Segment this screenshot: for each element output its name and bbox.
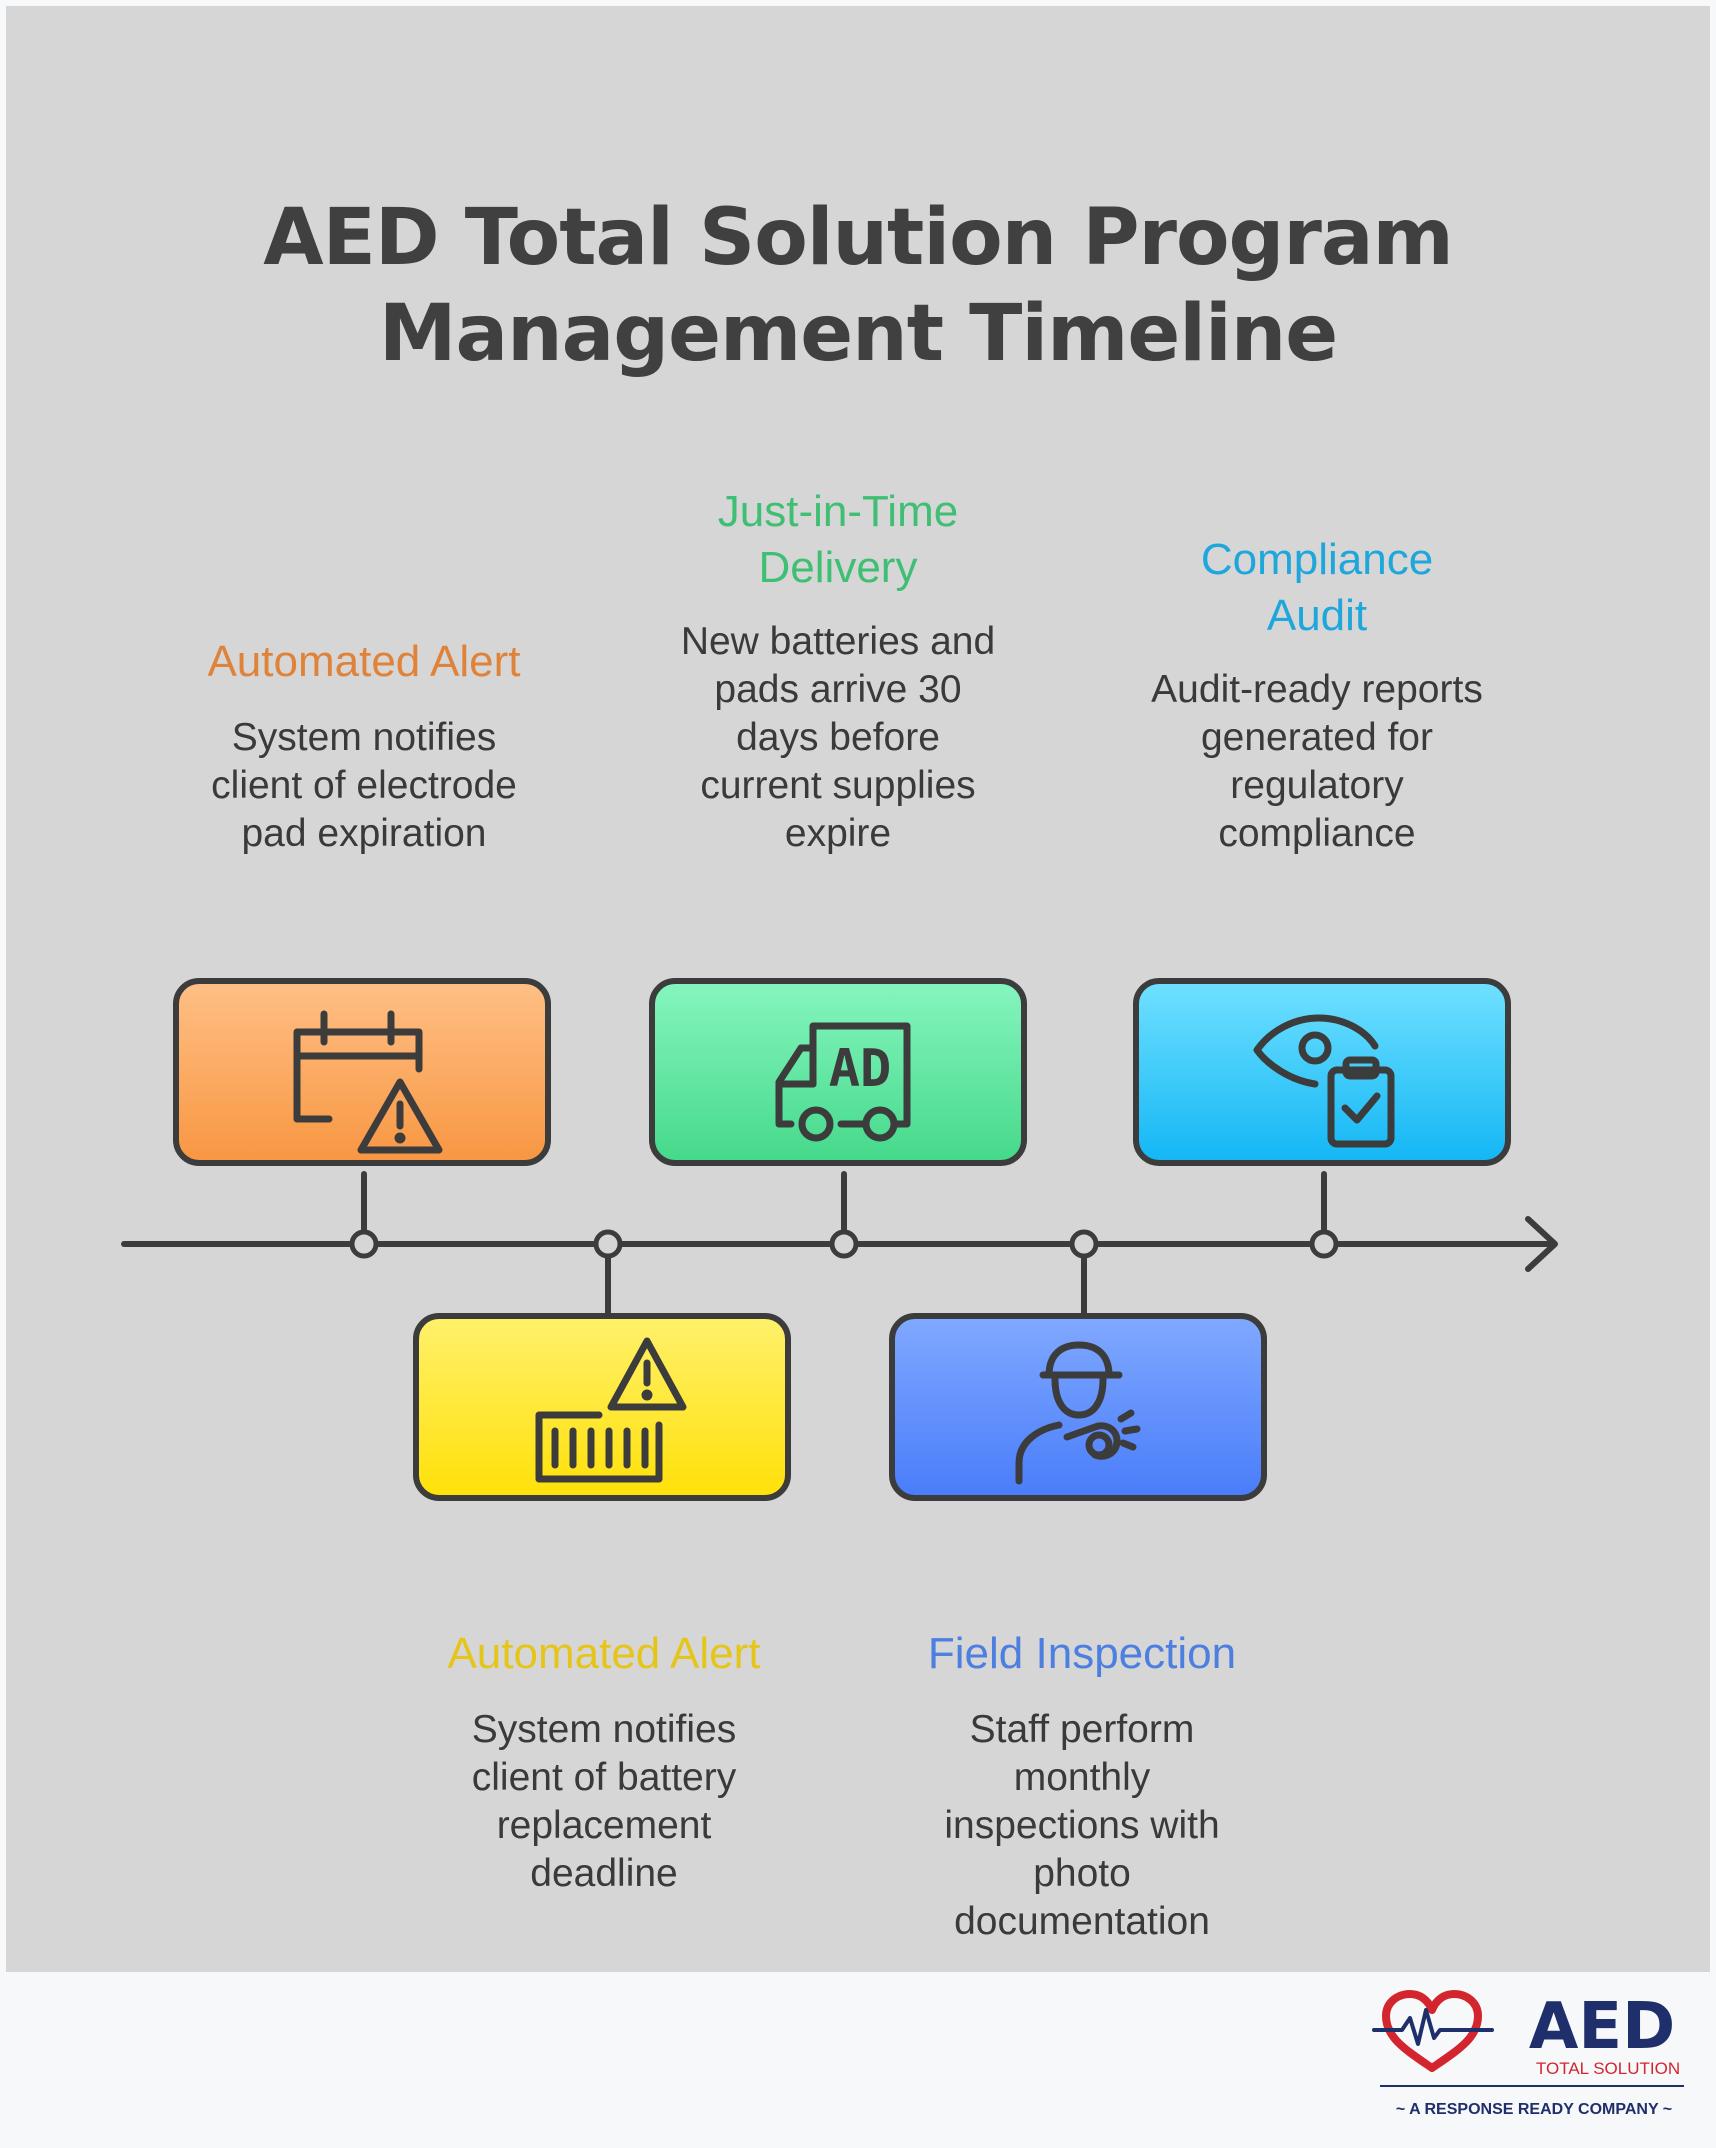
step-4-desc-line: Staff perform: [969, 1708, 1195, 1751]
step-2-desc-line: replacement: [496, 1804, 712, 1847]
step-1-description: System notifies client of electrode pad …: [164, 714, 564, 858]
step-1-card: [173, 978, 551, 1166]
step-2-description: System notifies client of battery replac…: [404, 1706, 804, 1898]
step-3-desc-line: expire: [784, 812, 892, 855]
step-4-title: Field Inspection: [927, 1629, 1237, 1678]
step-4-desc-line: inspections with: [944, 1804, 1220, 1847]
step-3-desc-line: days before: [736, 716, 940, 759]
step-4-desc-line: monthly: [1013, 1756, 1151, 1799]
step-4-description: Staff perform monthly inspections with p…: [882, 1706, 1282, 1946]
step-2-desc-line: deadline: [530, 1852, 678, 1895]
step-4-desc-line: documentation: [954, 1900, 1210, 1943]
step-5-title: Compliance Audit: [1117, 532, 1517, 644]
timeline-node-step-5: [1309, 1229, 1339, 1259]
battery-warning-icon: [535, 1337, 687, 1483]
timeline-node-step-3: [829, 1229, 859, 1259]
timeline-arrow-icon: [1525, 1216, 1558, 1272]
title-line-1: AED Total Solution Program: [263, 193, 1454, 283]
step-3-desc-line: pads arrive 30: [714, 668, 962, 711]
step-3-description: New batteries and pads arrive 30 days be…: [638, 618, 1038, 858]
step-3-card: AD: [649, 978, 1027, 1166]
step-1-desc-line: pad expiration: [241, 812, 487, 855]
timeline-node-step-4: [1069, 1229, 1099, 1259]
delivery-truck-icon: AD: [775, 1022, 911, 1142]
title-line-2: Management Timeline: [378, 289, 1338, 379]
step-2-card: [413, 1313, 791, 1501]
step-4-desc-line: photo: [1033, 1852, 1131, 1895]
step-3-desc-line: New batteries and: [680, 620, 996, 663]
step-3-desc-line: current supplies: [700, 764, 976, 807]
page-title: AED Total Solution Program Management Ti…: [0, 190, 1716, 382]
step-5-title-line: Compliance: [1200, 535, 1434, 584]
truck-label: AD: [829, 1039, 892, 1099]
step-3-title: Just-in-Time Delivery: [638, 484, 1038, 596]
inspector-whistle-icon: [1015, 1341, 1141, 1485]
step-5-desc-line: Audit-ready reports: [1151, 668, 1483, 711]
step-5-desc-line: compliance: [1218, 812, 1416, 855]
calendar-warning-icon: [293, 1010, 443, 1154]
logo-subtitle: TOTAL SOLUTION: [1536, 2059, 1680, 2078]
eye-clipboard-icon: [1253, 1014, 1395, 1148]
step-4-card: [889, 1313, 1267, 1501]
timeline-node-step-2: [593, 1229, 623, 1259]
step-2-title: Automated Alert: [447, 1629, 761, 1678]
step-2-desc-line: client of battery: [471, 1756, 737, 1799]
timeline-node-step-1: [349, 1229, 379, 1259]
step-1-title: Automated Alert: [207, 637, 521, 686]
step-3-title-line: Delivery: [758, 543, 918, 592]
step-1-desc-line: client of electrode: [211, 764, 517, 807]
step-5-title-line: Audit: [1266, 591, 1368, 640]
step-2-desc-line: System notifies: [471, 1708, 737, 1751]
logo-brand: AED: [1529, 1990, 1675, 2064]
step-5-desc-line: generated for: [1200, 716, 1433, 759]
step-5-desc-line: regulatory: [1230, 764, 1404, 807]
step-1-desc-line: System notifies: [231, 716, 497, 759]
logo-tagline: ~ A RESPONSE READY COMPANY ~: [1396, 2101, 1672, 2118]
step-5-card: [1133, 978, 1511, 1166]
step-5-description: Audit-ready reports generated for regula…: [1117, 666, 1517, 858]
aed-total-solution-logo: AED TOTAL SOLUTION ~ A RESPONSE READY CO…: [1372, 1990, 1684, 2118]
step-3-title-line: Just-in-Time: [717, 487, 959, 536]
